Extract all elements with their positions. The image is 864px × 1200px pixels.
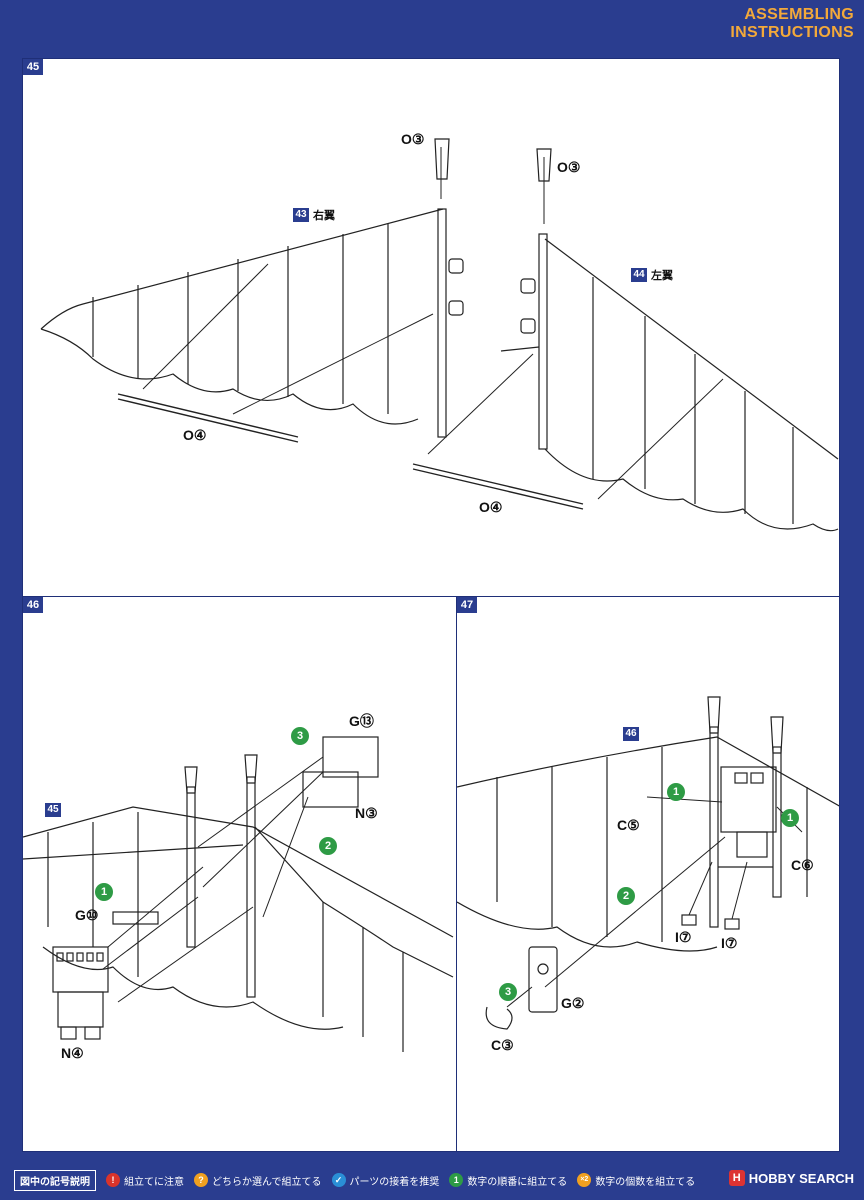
- part-label-i7-right: I⑦: [721, 935, 738, 951]
- step-46-drawing: [23, 736, 454, 1052]
- wing-left-number: 44: [631, 268, 647, 282]
- order-badge-1a: 1: [667, 783, 685, 801]
- legend-item-choice: ? どちらか選んで組立てる: [194, 1173, 322, 1188]
- choice-icon: ?: [194, 1173, 208, 1187]
- order-badge-2: 2: [617, 887, 635, 905]
- wing-left-label: 左翼: [651, 270, 673, 282]
- brand-text: HOBBY SEARCH: [748, 1170, 854, 1186]
- ref-tag-45: 45: [45, 803, 61, 817]
- part-label-o4-left: O④: [183, 427, 207, 443]
- legend-text: 数字の個数を組立てる: [595, 1176, 696, 1188]
- step-45-panel: 45: [22, 58, 840, 598]
- legend-text: 組立てに注意: [124, 1176, 184, 1188]
- ref-number: 46: [623, 727, 639, 741]
- step-number: 47: [457, 597, 477, 613]
- legend-item-glue: ✓ パーツの接着を推奨: [331, 1173, 440, 1188]
- legend-item-order: 1 数字の順番に組立てる: [449, 1173, 567, 1188]
- part-label-n4: N④: [61, 1045, 84, 1061]
- order-badge-1b: 1: [781, 809, 799, 827]
- legend-item-caution: ! 組立てに注意: [106, 1173, 184, 1188]
- step-number: 45: [23, 59, 43, 75]
- part-label-g13: G⑬: [349, 713, 374, 729]
- legend-item-quantity: ×2 数字の個数を組立てる: [577, 1173, 695, 1188]
- ref-number: 45: [45, 803, 61, 817]
- order-badge-2: 2: [319, 837, 337, 855]
- page-header: ASSEMBLING INSTRUCTIONS: [0, 0, 864, 56]
- brand-logo-icon: H: [728, 1170, 745, 1186]
- part-label-c6: C⑥: [791, 857, 814, 873]
- brand-watermark: H HOBBY SEARCH: [728, 1170, 854, 1186]
- wing-right-tag: 43 右翼: [293, 207, 335, 223]
- glue-icon: ✓: [331, 1173, 346, 1187]
- caution-icon: !: [106, 1173, 120, 1187]
- header-title-line2: INSTRUCTIONS: [730, 24, 854, 41]
- header-title: ASSEMBLING INSTRUCTIONS: [730, 6, 854, 42]
- legend-text: 数字の順番に組立てる: [467, 1176, 568, 1188]
- wing-right-number: 43: [293, 208, 309, 222]
- part-label-c3: C③: [491, 1037, 514, 1053]
- header-title-line1: ASSEMBLING: [744, 6, 854, 23]
- ref-tag-46: 46: [623, 727, 639, 741]
- step-number: 46: [23, 597, 43, 613]
- part-label-g2: G②: [561, 995, 585, 1011]
- part-label-i7-left: I⑦: [675, 929, 692, 945]
- step-45-drawing: [40, 138, 839, 532]
- order-badge-3: 3: [499, 983, 517, 1001]
- step-46-panel: 46: [22, 596, 458, 1152]
- part-label-c5: C⑤: [617, 817, 640, 833]
- part-label-n3: N③: [355, 805, 378, 821]
- wing-left-tag: 44 左翼: [631, 267, 673, 283]
- wing-right-label: 右翼: [313, 210, 335, 222]
- step-47-panel: 47: [456, 596, 840, 1152]
- legend-text: パーツの接着を推奨: [349, 1176, 440, 1188]
- part-label-g10: G⑩: [75, 907, 99, 923]
- quantity-icon: ×2: [577, 1173, 592, 1187]
- part-label-o3-left: O③: [401, 131, 425, 147]
- order-icon: 1: [449, 1173, 464, 1187]
- order-badge-1: 1: [95, 883, 113, 901]
- step-47-drawing: [457, 696, 839, 1030]
- symbol-legend: 図中の記号説明 ! 組立てに注意 ? どちらか選んで組立てる ✓ パーツの接着を…: [14, 1168, 714, 1192]
- part-label-o4-right: O④: [479, 499, 503, 515]
- order-badge-3: 3: [291, 727, 309, 745]
- part-label-o3-right: O③: [557, 159, 581, 175]
- legend-text: どちらか選んで組立てる: [212, 1176, 322, 1188]
- legend-title: 図中の記号説明: [14, 1169, 96, 1191]
